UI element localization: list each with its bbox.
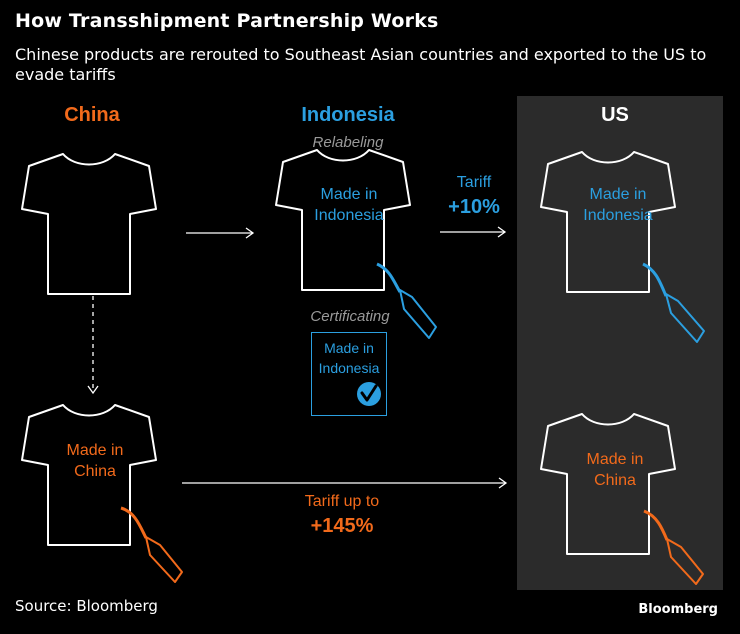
tag-indonesia-icon [376, 262, 437, 339]
china-shirt-label: Made in China [25, 440, 165, 482]
source-note: Source: Bloomberg [15, 597, 158, 615]
certificate-text: Made in Indonesia [312, 338, 386, 378]
arrow-china-to-us [182, 477, 508, 489]
arrow-china-to-indonesia [186, 227, 255, 239]
tariff-china: Tariff up to +145% [272, 492, 412, 540]
us-panel [517, 96, 723, 590]
tag-us-china-icon [643, 509, 704, 585]
certificating-note: Certificating [310, 308, 390, 325]
us-indonesia-shirt-label-line2: Indonesia [583, 207, 653, 224]
tariff-indonesia: Tariff +10% [404, 173, 544, 221]
indonesia-shirt-label-line1: Made in [320, 186, 378, 203]
us-indonesia-shirt-label-line1: Made in [589, 186, 647, 203]
certificate-line1: Made in [324, 340, 374, 356]
tariff-indonesia-label: Tariff [456, 174, 492, 191]
china-shirt-label-line1: Made in [66, 442, 124, 459]
chart-title: How Transshipment Partnership Works [15, 10, 439, 32]
tariff-china-label: Tariff up to [304, 493, 380, 510]
china-shirt-label-line2: China [74, 463, 116, 480]
shirt-china-plain-icon [21, 153, 157, 295]
us-indonesia-shirt-label: Made in Indonesia [548, 184, 688, 226]
relabeling-note: Relabeling [312, 134, 384, 151]
us-china-shirt-label-line2: China [594, 472, 636, 489]
us-china-shirt-label-line1: Made in [586, 451, 644, 468]
verified-check-icon [357, 382, 381, 406]
certificate-box: Made in Indonesia [311, 332, 387, 416]
brand-logo: Bloomberg [638, 602, 718, 617]
indonesia-shirt-label-line2: Indonesia [314, 207, 384, 224]
tag-us-indonesia-icon [642, 262, 705, 343]
column-header-indonesia: Indonesia [301, 104, 395, 126]
tag-china-icon [120, 506, 183, 583]
tariff-china-value: +145% [310, 515, 374, 537]
indonesia-shirt-label: Made in Indonesia [279, 184, 419, 226]
arrow-china-down [87, 296, 99, 395]
tariff-indonesia-value: +10% [448, 196, 500, 218]
arrow-indonesia-to-us [440, 226, 507, 238]
certificate-line2: Indonesia [318, 360, 380, 376]
column-header-china: China [64, 104, 120, 126]
us-china-shirt-label: Made in China [545, 449, 685, 491]
column-header-us: US [601, 104, 629, 126]
chart-subtitle: Chinese products are rerouted to Southea… [15, 45, 707, 84]
